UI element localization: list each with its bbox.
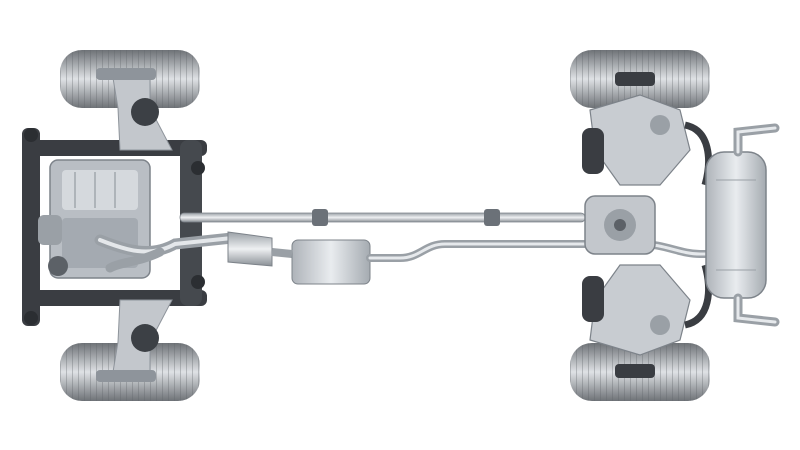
- rear-differential: [584, 195, 656, 255]
- tailpipe-left: [733, 123, 780, 157]
- front-suspension-right: [96, 299, 173, 382]
- driveshaft: [179, 209, 586, 226]
- front-suspension-left: [96, 68, 173, 151]
- catalytic-converter: [227, 231, 273, 267]
- tailpipe-right: [733, 293, 780, 327]
- rear-muffler: [705, 151, 767, 299]
- exhaust-pipe: [271, 240, 716, 262]
- exhaust-downpipe: [94, 232, 238, 273]
- middle-muffler: [291, 239, 371, 285]
